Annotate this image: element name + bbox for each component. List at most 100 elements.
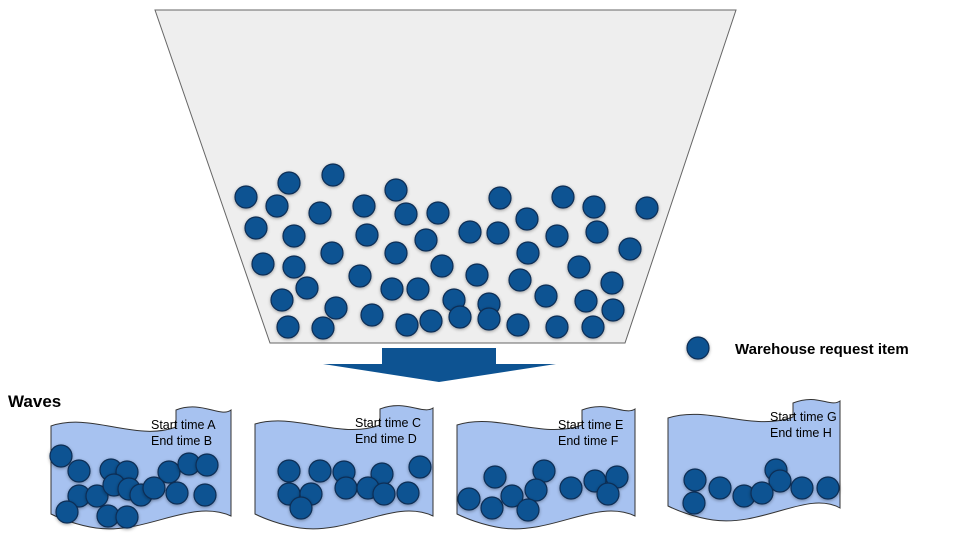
request-item bbox=[618, 237, 642, 261]
request-item bbox=[516, 498, 540, 522]
request-item bbox=[582, 195, 606, 219]
request-item bbox=[289, 496, 313, 520]
request-item bbox=[277, 171, 301, 195]
request-item bbox=[534, 284, 558, 308]
wave-start-time: Start time C bbox=[355, 416, 421, 430]
request-item bbox=[334, 476, 358, 500]
request-item bbox=[321, 163, 345, 187]
request-item bbox=[816, 476, 840, 500]
wave-start-time: Start time A bbox=[151, 418, 216, 432]
request-item bbox=[585, 220, 609, 244]
request-item bbox=[508, 268, 532, 292]
request-item bbox=[581, 315, 605, 339]
request-item bbox=[282, 224, 306, 248]
legend-item-icon bbox=[686, 336, 710, 360]
wave-items bbox=[682, 458, 840, 515]
request-item bbox=[55, 500, 79, 524]
request-item bbox=[308, 459, 332, 483]
request-item bbox=[515, 207, 539, 231]
wave-3: Start time E End time F bbox=[456, 406, 636, 530]
request-item bbox=[708, 476, 732, 500]
request-item bbox=[488, 186, 512, 210]
request-item bbox=[448, 305, 472, 329]
wave-start-time: Start time E bbox=[558, 418, 623, 432]
request-item bbox=[308, 201, 332, 225]
wave-2: Start time C End time D bbox=[254, 405, 434, 530]
wave-end-time: End time H bbox=[770, 426, 832, 440]
request-item bbox=[115, 505, 139, 529]
request-item bbox=[545, 224, 569, 248]
request-item bbox=[506, 313, 530, 337]
legend-label: Warehouse request item bbox=[735, 341, 909, 358]
request-item bbox=[486, 221, 510, 245]
request-item bbox=[394, 202, 418, 226]
request-item bbox=[483, 465, 507, 489]
waves-title: Waves bbox=[8, 392, 61, 411]
request-item bbox=[372, 482, 396, 506]
request-item bbox=[380, 277, 404, 301]
request-item bbox=[352, 194, 376, 218]
request-item bbox=[419, 309, 443, 333]
request-item bbox=[600, 271, 624, 295]
request-item bbox=[426, 201, 450, 225]
request-item bbox=[157, 460, 181, 484]
request-item bbox=[683, 468, 707, 492]
request-item bbox=[516, 241, 540, 265]
request-item bbox=[270, 288, 294, 312]
request-item bbox=[244, 216, 268, 240]
wave-1: Start time A End time B bbox=[49, 406, 232, 530]
wave-items bbox=[277, 455, 432, 520]
request-item bbox=[85, 484, 109, 508]
wave-end-time: End time B bbox=[151, 434, 212, 448]
request-item bbox=[480, 496, 504, 520]
request-item bbox=[265, 194, 289, 218]
wave-end-time: End time F bbox=[558, 434, 619, 448]
request-item bbox=[384, 241, 408, 265]
request-item bbox=[430, 254, 454, 278]
request-item bbox=[251, 252, 275, 276]
request-item bbox=[500, 484, 524, 508]
request-item bbox=[348, 264, 372, 288]
request-item bbox=[601, 298, 625, 322]
request-item bbox=[142, 476, 166, 500]
request-item bbox=[282, 255, 306, 279]
request-item bbox=[193, 483, 217, 507]
request-item bbox=[551, 185, 575, 209]
request-item bbox=[750, 481, 774, 505]
request-item bbox=[324, 296, 348, 320]
request-item bbox=[790, 476, 814, 500]
request-item bbox=[457, 487, 481, 511]
request-item bbox=[384, 178, 408, 202]
request-item bbox=[458, 220, 482, 244]
request-item bbox=[311, 316, 335, 340]
request-item bbox=[477, 307, 501, 331]
request-item bbox=[408, 455, 432, 479]
wave-start-time: Start time G bbox=[770, 410, 837, 424]
request-item bbox=[396, 481, 420, 505]
request-item bbox=[524, 478, 548, 502]
wave-items bbox=[49, 444, 219, 529]
request-item bbox=[360, 303, 384, 327]
request-item bbox=[277, 459, 301, 483]
down-arrow bbox=[323, 348, 556, 382]
request-item bbox=[49, 444, 73, 468]
request-item bbox=[559, 476, 583, 500]
request-item bbox=[567, 255, 591, 279]
request-item bbox=[67, 459, 91, 483]
request-item bbox=[295, 276, 319, 300]
hopper-items bbox=[234, 163, 659, 340]
wave-end-time: End time D bbox=[355, 432, 417, 446]
request-item bbox=[165, 481, 189, 505]
request-item bbox=[355, 223, 379, 247]
request-item bbox=[395, 313, 419, 337]
request-item bbox=[596, 482, 620, 506]
request-item bbox=[574, 289, 598, 313]
request-item bbox=[682, 491, 706, 515]
request-item bbox=[406, 277, 430, 301]
request-item bbox=[195, 453, 219, 477]
request-item bbox=[276, 315, 300, 339]
legend: Warehouse request item bbox=[686, 336, 909, 360]
request-item bbox=[234, 185, 258, 209]
request-item bbox=[414, 228, 438, 252]
